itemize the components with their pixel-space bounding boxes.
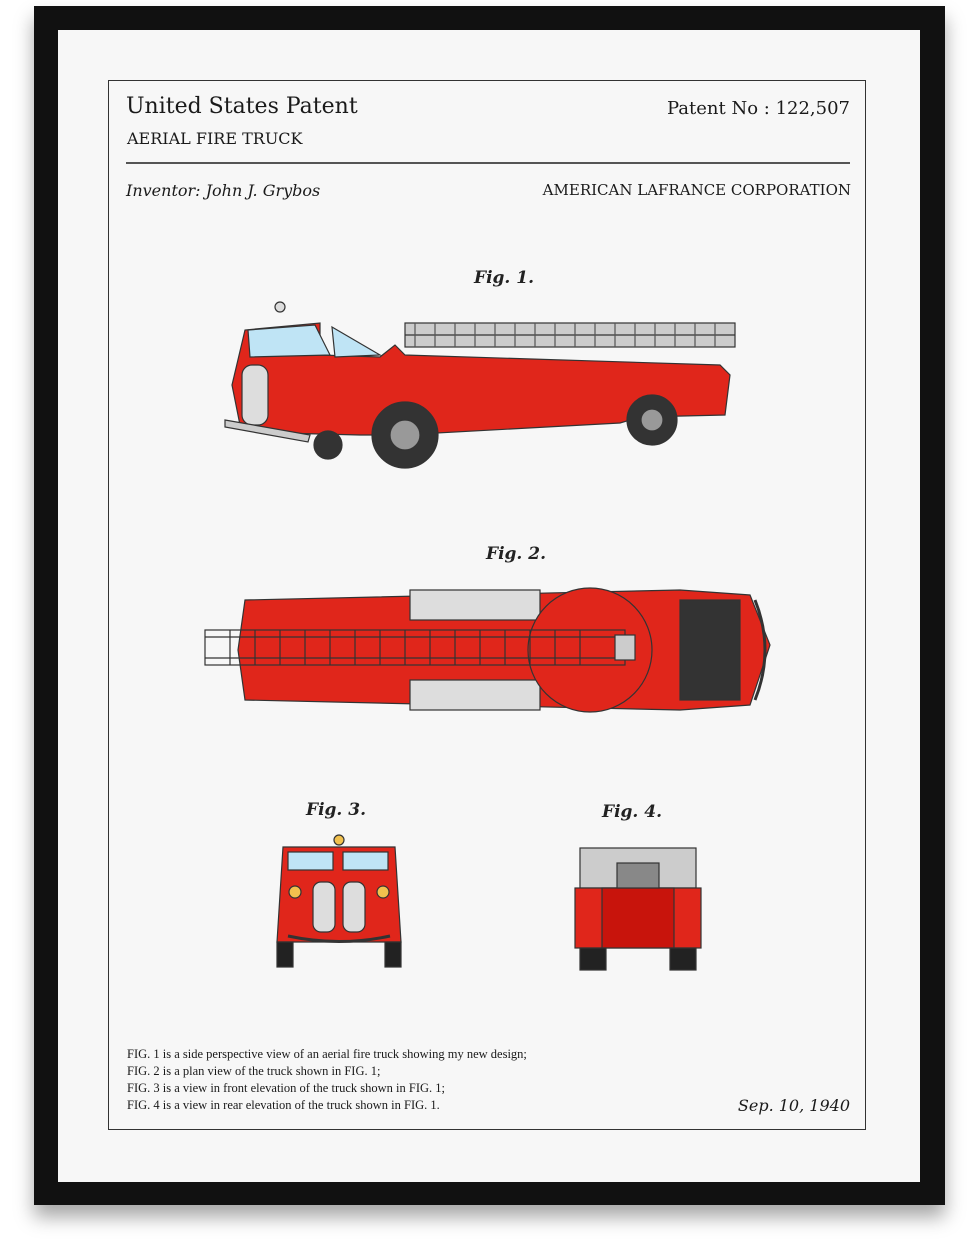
fig-3-truck-front-view (276, 834, 402, 968)
inventor: Inventor: John J. Grybos (126, 181, 321, 200)
patent-number: Patent No : 122,507 (667, 98, 850, 119)
fig-2-truck-plan-view (204, 587, 771, 713)
fig-1-truck-side-view (224, 301, 736, 469)
patent-border (108, 80, 866, 1130)
header-divider (126, 162, 850, 164)
description-line: FIG. 3 is a view in front elevation of t… (127, 1081, 446, 1095)
fig-4-truck-rear-view (574, 847, 702, 971)
assignee: AMERICAN LAFRANCE CORPORATION (542, 181, 851, 199)
patent-subtitle: AERIAL FIRE TRUCK (127, 129, 303, 148)
description-line: FIG. 1 is a side perspective view of an … (127, 1047, 527, 1061)
fig-2-label: Fig. 2. (486, 544, 546, 564)
figure-descriptions: FIG. 1 is a side perspective view of an … (127, 1046, 527, 1114)
fig-1-label: Fig. 1. (474, 268, 534, 288)
fig-3-label: Fig. 3. (306, 800, 366, 820)
description-line: FIG. 4 is a view in rear elevation of th… (127, 1098, 440, 1112)
patent-title: United States Patent (126, 94, 358, 119)
fig-4-label: Fig. 4. (602, 802, 662, 822)
description-line: FIG. 2 is a plan view of the truck shown… (127, 1064, 381, 1078)
patent-date: Sep. 10, 1940 (737, 1096, 850, 1115)
